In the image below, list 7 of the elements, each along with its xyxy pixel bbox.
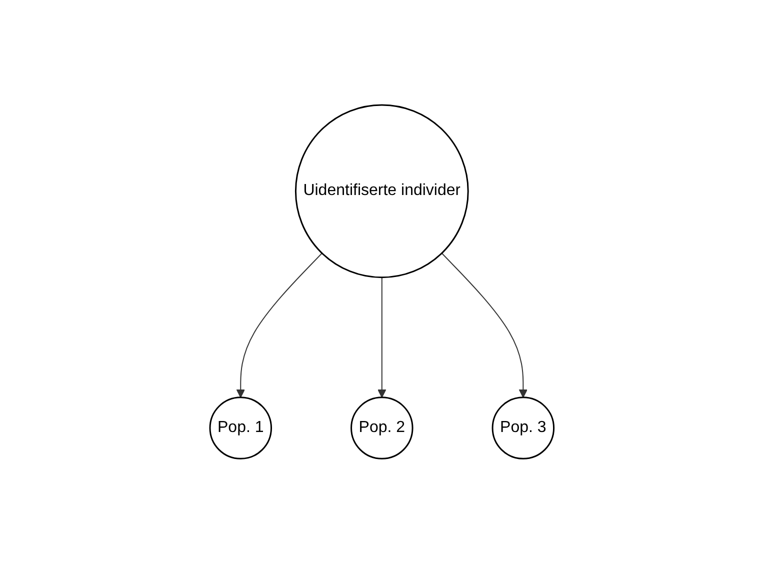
- node-circle: Pop. 2: [350, 396, 413, 460]
- node-circle: Pop. 1: [208, 396, 272, 460]
- arrow: [236, 252, 322, 398]
- arrow: [377, 276, 386, 398]
- node-circle: Pop. 3: [491, 396, 554, 460]
- node-circle: Uidentifiserte individer: [294, 104, 468, 278]
- arrow: [440, 252, 528, 398]
